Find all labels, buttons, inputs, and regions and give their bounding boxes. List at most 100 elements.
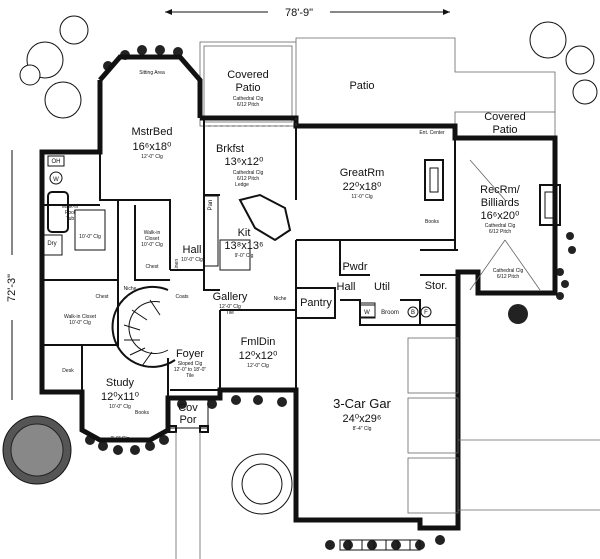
kitchen-fixtures bbox=[203, 193, 292, 271]
garage-ceiling: 8'-4" Clg bbox=[353, 426, 372, 432]
linen-label: Linen bbox=[174, 259, 180, 271]
master-bed-label: MstrBed bbox=[132, 126, 173, 138]
interior-walls bbox=[42, 118, 458, 398]
pool-tub-ceiling: 10'-0" Clg bbox=[79, 234, 101, 240]
foyer-label: Foyer bbox=[176, 348, 204, 360]
covered-patio-left-label: Covered bbox=[227, 69, 269, 81]
niche-left-label: Niche bbox=[124, 286, 137, 292]
covered-porch bbox=[167, 397, 209, 433]
tree-icon bbox=[231, 453, 293, 515]
hall-left-label: Hall bbox=[183, 244, 202, 256]
walkin-closet-upper-label: Walk-in bbox=[144, 230, 161, 236]
covered-porch-label-2: Por bbox=[179, 414, 196, 426]
walkways bbox=[175, 432, 600, 559]
gallery-note: Tile bbox=[226, 310, 234, 316]
study-bay-ceiling: 9'-0" Clg bbox=[111, 436, 130, 442]
hall-right-label: Hall bbox=[337, 281, 356, 293]
garage-label: 3-Car Gar bbox=[333, 396, 391, 411]
kitchen-ceiling: 9'-0" Clg bbox=[235, 253, 254, 259]
fixtures: OH W Dry W Broom B F Pan bbox=[47, 155, 432, 318]
broom-label: Broom bbox=[381, 310, 399, 316]
covered-porch-label: Cov bbox=[178, 402, 198, 414]
family-dining-label: FmlDin bbox=[241, 336, 276, 348]
master-bed-size: 16⁶x18⁰ bbox=[133, 141, 172, 153]
utility-label: Util bbox=[374, 281, 390, 293]
master-bed-ceiling: 12'-0" Clg bbox=[141, 154, 163, 160]
washer-label: W bbox=[364, 310, 370, 316]
ledge-label: Ledge bbox=[235, 182, 249, 188]
walkin-closet-upper-ceiling: 10'-0" Clg bbox=[141, 242, 163, 248]
fireplace-icon bbox=[539, 184, 561, 226]
rec-room-note: Cathedral Clg bbox=[485, 223, 516, 229]
pantry-label: Pantry bbox=[300, 297, 332, 309]
storage-label: Stor. bbox=[425, 280, 448, 292]
garage-doors bbox=[407, 337, 459, 514]
chest-upper-label: Chest bbox=[145, 264, 159, 270]
oh-label: OH bbox=[52, 159, 61, 165]
powder-label: Pwdr bbox=[342, 261, 367, 273]
trees bbox=[2, 15, 598, 550]
walkin-closet-lower-ceiling: 10'-0" Clg bbox=[69, 320, 91, 326]
patio-label: Patio bbox=[349, 80, 374, 92]
depth-dimension: 72'-3" bbox=[6, 150, 18, 400]
foyer-note-2: 12'-0" to 18'-0" bbox=[174, 367, 207, 373]
width-dimension: 78'-9" bbox=[165, 7, 450, 19]
coats-label: Coats bbox=[175, 294, 189, 300]
great-room-books: Books bbox=[425, 219, 439, 225]
great-room-ceiling: 11'-0" Clg bbox=[351, 194, 372, 200]
sitting-area-label: Sitting Area bbox=[139, 70, 165, 76]
study-ceiling: 10'-0" Clg bbox=[109, 404, 131, 410]
great-room-label: GreatRm bbox=[340, 167, 385, 179]
gallery-label: Gallery bbox=[213, 291, 248, 303]
rec-room-note-2: 6/12 Pitch bbox=[489, 229, 511, 235]
rec-room-size: 16⁶x20⁰ bbox=[481, 210, 520, 222]
boiler-label: B bbox=[411, 310, 415, 316]
tree-icon bbox=[19, 15, 89, 119]
covered-patio-right-label: Covered bbox=[484, 111, 526, 123]
overall-depth: 72'-3" bbox=[6, 274, 18, 302]
rec-room-note-3: Cathedral Clg bbox=[493, 268, 524, 274]
pool-tub-label-2: Pool bbox=[65, 210, 75, 216]
family-dining-size: 12⁰x12⁰ bbox=[239, 350, 278, 362]
bathtub-icon bbox=[47, 191, 106, 251]
shrub-icon bbox=[508, 304, 528, 324]
family-dining-ceiling: 12'-0" Clg bbox=[247, 363, 269, 369]
fireplace-icon bbox=[424, 159, 444, 201]
dry-label: Dry bbox=[47, 241, 56, 247]
wc-label: W bbox=[53, 177, 59, 183]
walkin-closet-upper-label-2: Closet bbox=[145, 236, 160, 242]
kitchen-size: 13⁸x13⁶ bbox=[224, 240, 263, 252]
pool-tub-label-3: Tub bbox=[66, 216, 75, 222]
chest-lower-label: Chest bbox=[95, 294, 109, 300]
covered-patio-left-label-2: Patio bbox=[235, 82, 260, 94]
pantry-cabinet-label: Pan bbox=[208, 200, 214, 211]
great-room-size: 22⁰x18⁰ bbox=[343, 181, 382, 193]
brick-icon bbox=[339, 539, 421, 551]
rec-room-label: RecRm/ bbox=[480, 184, 521, 196]
pool-tub-label: Walk-in bbox=[62, 204, 79, 210]
foyer-note-3: Tile bbox=[186, 373, 194, 379]
breakfast-size: 13⁶x12⁰ bbox=[225, 156, 264, 168]
covered-patio-left-note-2: 6/12 Pitch bbox=[237, 102, 259, 108]
desk-label: Desk bbox=[62, 368, 74, 374]
study-size: 12⁰x11⁰ bbox=[101, 391, 140, 403]
rec-room-note-4: 6/12 Pitch bbox=[497, 274, 519, 280]
tree-icon bbox=[2, 415, 72, 485]
furnace-label: F bbox=[424, 310, 428, 316]
spiral-staircase-icon bbox=[111, 285, 176, 368]
niche-right-label: Niche bbox=[274, 296, 287, 302]
tree-icon bbox=[529, 21, 598, 105]
ceiling-lines bbox=[208, 118, 297, 127]
foyer-note: Sloped Clg bbox=[178, 361, 203, 367]
cathedral-ceiling-lines bbox=[469, 159, 541, 291]
ent-center-label: Ent. Center bbox=[419, 130, 445, 136]
garage-size: 24⁰x29⁶ bbox=[343, 413, 382, 425]
gallery-ceiling: 12'-0" Clg bbox=[219, 304, 241, 310]
covered-patio-right-label-2: Patio bbox=[492, 124, 517, 136]
walkin-closet-lower-label: Walk-in Closet bbox=[64, 314, 97, 320]
breakfast-note-2: 6/12 Pitch bbox=[237, 176, 259, 182]
study-books: Books bbox=[135, 410, 149, 416]
rec-room-label-2: Billiards bbox=[481, 197, 520, 209]
study-label: Study bbox=[106, 377, 135, 389]
